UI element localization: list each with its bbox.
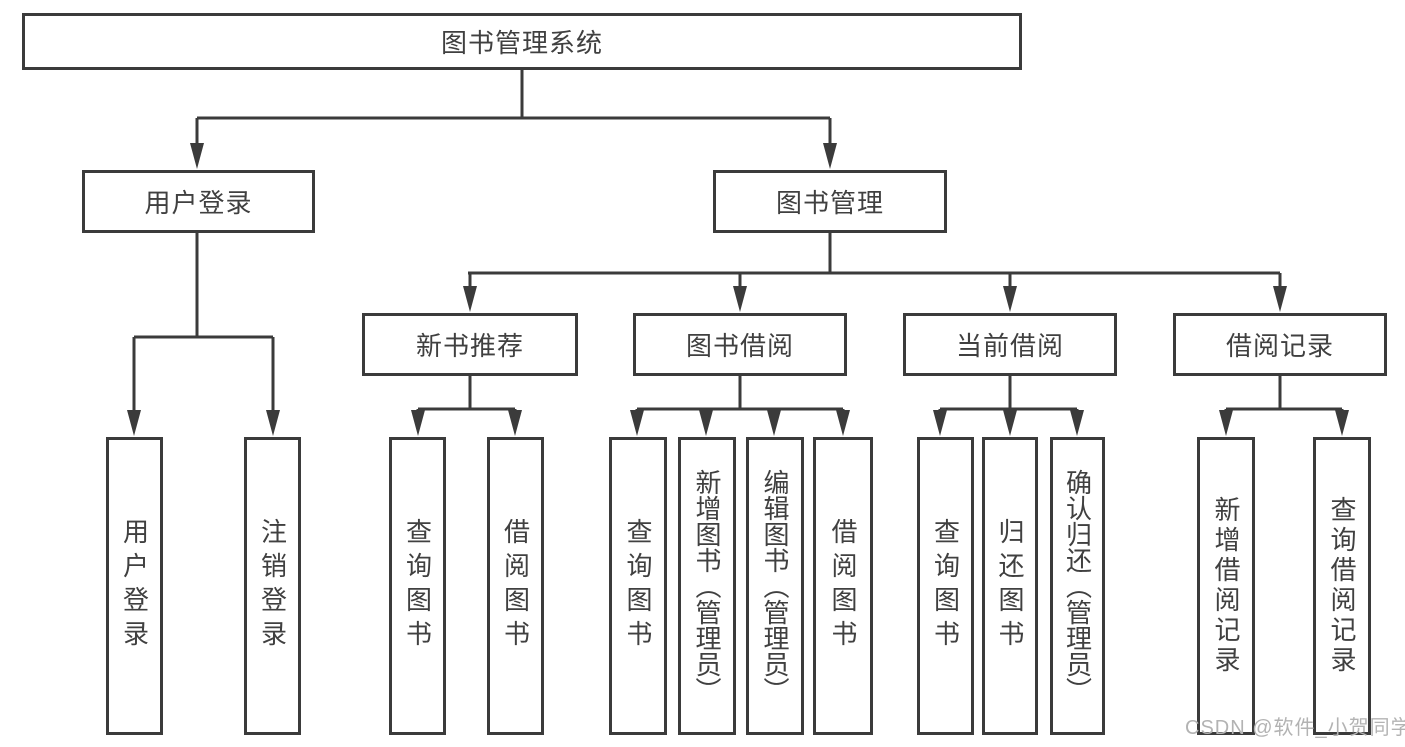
node-root-library-system: 图书管理系统 — [22, 13, 1022, 70]
leaf-label: 查询图书 — [930, 518, 961, 654]
leaf-borrowing-add-books-admin: 新增图书（管理员） — [678, 437, 736, 735]
leaf-logout: 注销登录 — [244, 437, 301, 735]
leaf-recommend-borrow-books: 借阅图书 — [487, 437, 544, 735]
leaf-label: 借阅图书 — [500, 518, 531, 654]
leaf-label: 查询图书 — [623, 518, 653, 654]
node-borrowing-records: 借阅记录 — [1173, 313, 1387, 376]
leaf-records-query-record: 查询借阅记录 — [1313, 437, 1371, 735]
leaf-current-confirm-return-admin: 确认归还（管理员） — [1050, 437, 1105, 735]
arrowhead-icons — [127, 143, 1349, 436]
node-new-book-recommend: 新书推荐 — [362, 313, 578, 376]
watermark-text: CSDN @软件_小贺同学 — [1185, 717, 1405, 739]
leaf-label: 归还图书 — [995, 518, 1025, 654]
node-current-borrowing: 当前借阅 — [903, 313, 1117, 376]
leaf-label: 查询图书 — [402, 518, 433, 654]
leaf-label: 注销登录 — [257, 518, 288, 654]
leaf-label: 新增借阅记录 — [1211, 496, 1241, 676]
node-book-borrowing: 图书借阅 — [633, 313, 847, 376]
leaf-label: 查询借阅记录 — [1327, 496, 1357, 676]
leaf-current-query-books: 查询图书 — [917, 437, 974, 735]
leaf-borrowing-edit-books-admin: 编辑图书（管理员） — [746, 437, 804, 735]
leaf-borrowing-borrow-books: 借阅图书 — [813, 437, 873, 735]
leaf-user-login: 用户登录 — [106, 437, 163, 735]
leaf-recommend-query-books: 查询图书 — [389, 437, 446, 735]
leaf-current-return-books: 归还图书 — [982, 437, 1038, 735]
leaf-label: 编辑图书（管理员） — [760, 469, 790, 703]
node-user-login: 用户登录 — [82, 170, 315, 233]
leaf-label: 新增图书（管理员） — [692, 469, 722, 703]
leaf-label: 确认归还（管理员） — [1062, 469, 1093, 703]
leaf-records-add-record: 新增借阅记录 — [1197, 437, 1255, 735]
leaf-label: 用户登录 — [119, 518, 150, 654]
leaf-borrowing-query-books: 查询图书 — [609, 437, 667, 735]
node-book-management: 图书管理 — [713, 170, 947, 233]
leaf-label: 借阅图书 — [828, 518, 858, 654]
